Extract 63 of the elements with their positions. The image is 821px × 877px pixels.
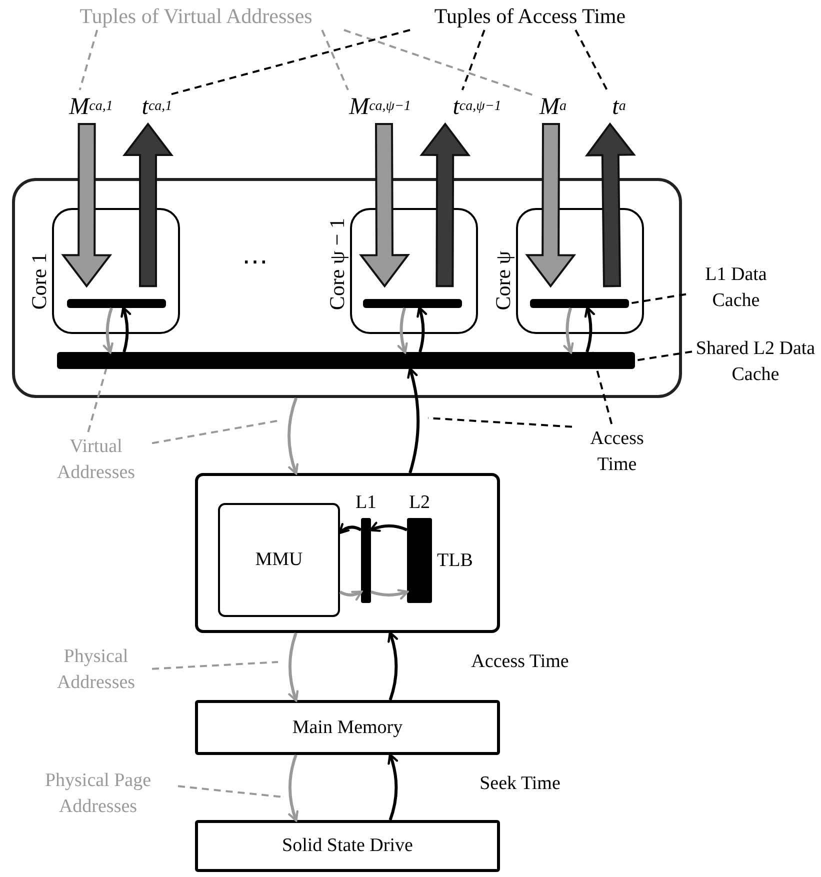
annotation-text: Seek Time [478,773,562,795]
cache-bar [57,352,635,369]
annotation-text: Tuples of Access Time [410,2,650,30]
leader-line [321,30,349,90]
leader-line [428,417,572,428]
block-arrow [61,123,112,288]
block-arrow [122,122,174,288]
arrow [584,306,595,352]
unit-box [195,473,500,633]
annotation-text: Tuples of Virtual Addresses [48,2,344,30]
arrow [397,308,408,354]
processor-box [12,178,682,398]
annotation-text: L1 Data Cache [686,262,786,314]
annotation-text: Shared L2 Data Cache [692,336,819,388]
leader-line [344,29,534,96]
core-label: Core 1 [29,253,50,310]
annotation-text: Virtual Addresses [40,432,152,488]
block-arrow [584,122,636,288]
leader-line [78,30,98,90]
arrow [288,754,299,822]
cache-level-label: L2 [408,492,430,514]
cache-bar [67,299,166,308]
leader-line [628,293,686,304]
arrow [120,306,131,352]
arrow [288,398,299,475]
leader-line [178,785,284,798]
box-label: MMU [255,549,303,571]
box-label: Main Memory [292,716,403,738]
arrow [102,308,114,354]
cache-level-label: L1 [355,492,377,514]
arrow [288,632,299,702]
arrow [370,588,409,600]
arrow [338,523,362,534]
leader-line [461,30,486,90]
arrow [406,367,420,474]
block-arrow [358,123,410,288]
arrow [369,522,408,532]
core-label: Core ψ − 1 [327,218,348,310]
cache-bar [363,299,462,308]
arrow [339,590,363,601]
annotation-text: Access Time [470,651,570,673]
leader-line [574,30,608,90]
annotation-text: Physical Page Addresses [18,766,178,822]
leader-line [87,368,108,432]
core-label: Core ψ [493,250,514,310]
leader-line [152,661,278,670]
arrow [563,308,574,354]
memory-box [195,700,500,755]
arrow [416,306,427,352]
memory-box [195,820,500,872]
leader-line [591,352,613,424]
block-arrow [525,123,576,288]
box-label: Solid State Drive [282,835,413,857]
annotation-text: TLB [437,550,473,572]
arrow [387,631,398,700]
mmu-box [218,503,340,617]
annotation-text: Physical Addresses [40,642,152,698]
block-arrow [420,122,471,288]
arrow [387,753,398,820]
ellipsis-text: ⋯ [241,246,271,277]
cache-bar [530,299,629,308]
leader-line [634,350,692,362]
annotation-text: Access Time [572,424,662,480]
